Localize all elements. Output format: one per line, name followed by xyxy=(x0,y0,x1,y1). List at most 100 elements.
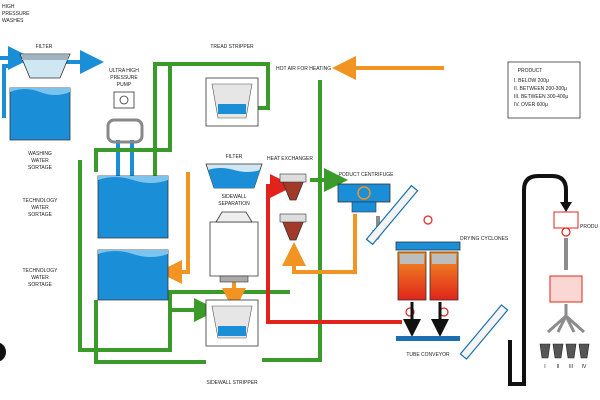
bin-label: III xyxy=(569,364,573,370)
sidewall-stripper: SIDEWALL STRIPPER xyxy=(205,299,259,386)
tech-storage-1-tank xyxy=(97,175,169,239)
heat-exchanger: HEAT EXCHANGER xyxy=(267,156,313,241)
label-line: WASHING xyxy=(28,151,52,157)
label-line: SEPARATION xyxy=(218,201,250,207)
sidewall-stripper-water xyxy=(218,326,246,336)
cyclone-left-top xyxy=(400,254,424,264)
centrifuge-rotor xyxy=(357,186,371,200)
sidewall-separator-body xyxy=(209,221,259,277)
label-line: WASHES xyxy=(2,18,24,24)
product-legend: PRODUCT I. BELOW 200μ II. BETWEEN 200-30… xyxy=(507,61,581,119)
heat-exchanger-lower xyxy=(281,219,305,241)
tech-storage-2-tank xyxy=(97,249,169,301)
product-bin xyxy=(539,343,551,359)
product-bin xyxy=(565,343,577,359)
product-legend-item: IV. OVER 600μ xyxy=(514,102,548,108)
top-filter: FILTER xyxy=(19,44,71,79)
product-bin xyxy=(578,343,590,359)
heat-exchanger-upper-box xyxy=(279,173,307,183)
green-loop-outer xyxy=(78,160,290,352)
tube-conveyor: TUBE CONVEYOR xyxy=(396,336,460,358)
product-bin xyxy=(552,343,564,359)
tread-stripper-water xyxy=(218,104,246,114)
mid-filter-label: FILTER xyxy=(226,154,243,160)
tread-stripper-label: TREAD STRIPPER xyxy=(210,44,254,50)
product-legend-item: III. BETWEEN 300-400μ xyxy=(514,94,568,100)
label-line: PRESSURE xyxy=(2,11,30,17)
mid-filter: FILTER xyxy=(205,154,263,189)
tube-conveyor-belt xyxy=(396,336,460,341)
washing-water-storage: WASHING WATER SORTAGE xyxy=(9,87,71,171)
product-bins: I II III IV xyxy=(539,343,590,370)
sidewall-separation: SIDEWALL SEPARATION xyxy=(209,194,259,283)
sieve-unit xyxy=(547,211,585,334)
sidewall-separator-hood xyxy=(215,211,253,223)
top-filter-screen xyxy=(22,55,68,60)
tube-conveyor-label: TUBE CONVEYOR xyxy=(406,352,450,358)
water-pipe-left-loop xyxy=(2,64,12,118)
heat-exchanger-lower-box xyxy=(279,213,307,223)
label-line: HIGH xyxy=(2,4,15,10)
drying-cyclones-label: DRYING CYCLONES xyxy=(460,236,509,242)
label-line: TECHNOLOGY xyxy=(22,268,58,274)
product-legend-box xyxy=(507,61,581,119)
product-centrifuge: PODUCT CENTRIFUGE xyxy=(337,172,395,213)
cyclone-hood xyxy=(395,241,461,251)
cyclone-output-arrows xyxy=(403,302,449,337)
label-line: SORTAGE xyxy=(28,282,53,288)
tech-storage-2-surface xyxy=(98,250,168,257)
bin-label: II xyxy=(557,364,560,370)
orange-pipes xyxy=(158,172,357,312)
heat-exchanger-upper xyxy=(281,179,305,201)
bin-label: I xyxy=(544,364,545,370)
technology-water-storage-1: TECHNOLOGY WATER SORTAGE xyxy=(22,175,169,239)
hot-air-label: HOT AIR FOR HEATING xyxy=(276,66,331,72)
black-conveyor-arrowhead xyxy=(560,202,572,212)
technology-water-storage-2: TECHNOLOGY WATER SORTAGE xyxy=(22,249,169,301)
label-line: SORTAGE xyxy=(28,165,53,171)
bin-label: IV xyxy=(582,364,587,370)
label-line: PUMP xyxy=(117,82,132,88)
right-edge-label: PRODU xyxy=(580,224,598,230)
orange-filter-down xyxy=(158,172,190,284)
label-line: WATER xyxy=(31,205,49,211)
green-loop-top xyxy=(153,62,270,182)
label-line: SORTAGE xyxy=(28,212,53,218)
product-legend-item: II. BETWEEN 200-300μ xyxy=(514,86,567,92)
pump-manifold xyxy=(106,118,144,144)
inclined-conveyor-upper xyxy=(365,184,419,246)
label-line: WATER xyxy=(31,158,49,164)
tech-storage-1-surface xyxy=(98,176,168,183)
sieve-deck xyxy=(549,275,583,303)
drying-cyclones: DRYING CYCLONES xyxy=(395,215,509,317)
orange-centrifuge-loop xyxy=(282,214,357,274)
sieve-top xyxy=(553,211,579,229)
green-loop-inner xyxy=(94,64,172,172)
product-centrifuge-label: PODUCT CENTRIFUGE xyxy=(339,172,395,178)
washing-storage-surface xyxy=(10,88,70,95)
green-right-down xyxy=(262,80,322,362)
label-line: ULTRA HIGH xyxy=(109,68,139,74)
black-conveyor-loop xyxy=(508,174,568,386)
cyclone-right-top xyxy=(432,254,456,264)
sidewall-stripper-label: SIDEWALL STRIPPER xyxy=(206,380,258,386)
green-pipes xyxy=(78,62,348,364)
ultra-high-pressure-pump: ULTRA HIGH PRESSURE PUMP xyxy=(106,68,144,144)
inclined-conveyor-lower xyxy=(459,304,509,360)
product-legend-title: PRODUCT xyxy=(518,68,543,74)
washing-storage-tank xyxy=(9,87,71,141)
sidewall-separator-base xyxy=(219,275,249,283)
heat-exchanger-label: HEAT EXCHANGER xyxy=(267,156,313,162)
top-filter-label: FILTER xyxy=(36,44,53,50)
label-line: WATER xyxy=(31,275,49,281)
sieve-split-arrows xyxy=(547,304,585,334)
high-pressure-washes-label: HIGH PRESSURE WASHES xyxy=(2,4,30,24)
label-line: SIDEWALL xyxy=(221,194,246,200)
label-line: TECHNOLOGY xyxy=(22,198,58,204)
red-heat-exchanger-loop xyxy=(266,184,402,324)
left-edge-circle xyxy=(0,342,6,362)
label-line: PRESSURE xyxy=(110,75,138,81)
mid-filter-water xyxy=(208,168,260,188)
green-lower-loop xyxy=(94,300,206,364)
